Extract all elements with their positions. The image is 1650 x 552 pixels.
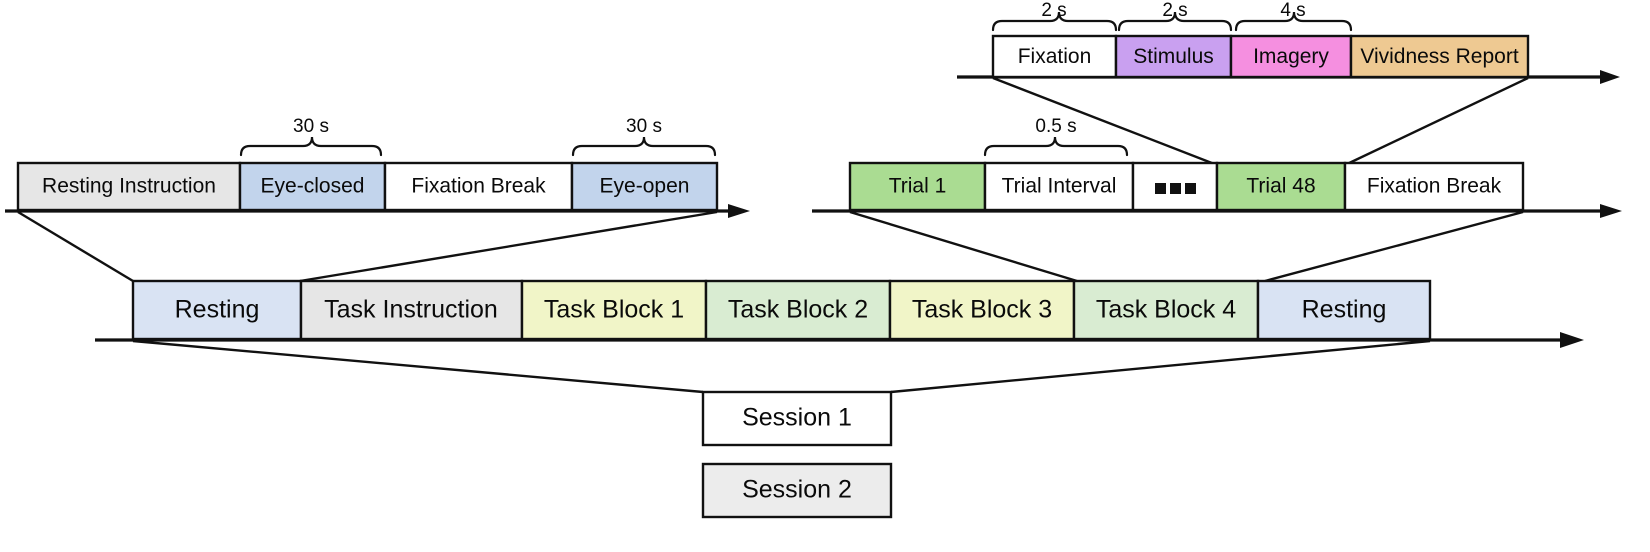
session-box-2-label: Session 2 <box>742 476 852 504</box>
task-block-timeline-group: 0.5 s Trial 1 Trial Interval Trial 48 Fi… <box>812 116 1622 218</box>
session-box-1-label: Session 1 <box>742 404 852 432</box>
duration-label-fixation: 2 s <box>1041 0 1066 21</box>
session-box-task-block-2-label: Task Block 2 <box>728 296 868 324</box>
duration-label-trial-interval: 0.5 s <box>1035 116 1076 137</box>
resting-box-eye-open-label: Eye-open <box>600 175 690 198</box>
trial-box-stimulus[interactable] <box>1114 34 1233 79</box>
session-box-task-block-3[interactable] <box>888 279 1076 341</box>
session-box-resting-end[interactable] <box>1256 279 1432 341</box>
connector-block-left <box>849 210 1078 283</box>
trial-axis-arrowhead <box>1600 70 1620 84</box>
session-box-resting-start-label: Resting <box>175 296 260 324</box>
session-boxes-group: Session 1 Session 2 <box>701 390 893 519</box>
duration-label-eye-closed: 30 s <box>293 116 329 137</box>
bracket-trial-interval <box>983 136 1129 157</box>
resting-timeline-group: 30 s 30 s Resting Instruction Eye-closed… <box>5 116 750 218</box>
resting-box-eye-closed[interactable] <box>238 161 387 212</box>
connector-resting-to-session <box>17 210 718 283</box>
trial-timeline-group: 2 s 2 s 4 s Fixation Stimulus Imagery Vi… <box>957 0 1620 84</box>
task-block-box-fixation-break-label: Fixation Break <box>1367 175 1502 198</box>
bracket-imagery <box>1234 11 1353 32</box>
task-block-box-fixation-break[interactable] <box>1343 161 1525 212</box>
bracket-eye-closed <box>239 136 383 157</box>
connector-session-right <box>890 339 1431 394</box>
session-box-task-block-3-label: Task Block 3 <box>912 296 1052 324</box>
connector-session-to-sessionbox <box>132 339 1431 394</box>
duration-label-eye-open: 30 s <box>626 116 662 137</box>
task-block-box-trial-interval-label: Trial Interval <box>1002 175 1117 198</box>
session-box-task-block-2[interactable] <box>704 279 892 341</box>
trial-box-fixation[interactable] <box>991 34 1118 79</box>
resting-duration-brackets <box>239 136 717 157</box>
resting-box-instruction-label: Resting Instruction <box>42 175 216 198</box>
session-box-task-block-4-label: Task Block 4 <box>1096 296 1236 324</box>
connector-trial-left <box>992 76 1218 167</box>
trial-box-imagery-label: Imagery <box>1253 45 1329 68</box>
session-box-task-instruction-label: Task Instruction <box>324 296 498 324</box>
trial-duration-brackets <box>991 11 1353 32</box>
task-block-box-trial-1-label: Trial 1 <box>889 175 947 198</box>
bracket-stimulus <box>1117 11 1233 32</box>
connector-trial-to-block <box>992 76 1529 167</box>
session-box-1[interactable] <box>701 390 893 447</box>
resting-box-eye-closed-label: Eye-closed <box>261 175 365 198</box>
connector-trial-right <box>1344 76 1529 167</box>
connector-resting-left <box>17 210 134 283</box>
resting-axis-arrowhead <box>728 204 750 218</box>
session-box-task-block-1[interactable] <box>520 279 708 341</box>
session-axis-arrowhead <box>1560 332 1584 348</box>
task-block-box-trial-48-label: Trial 48 <box>1246 175 1315 198</box>
trial-box-fixation-label: Fixation <box>1018 45 1092 68</box>
resting-box-instruction[interactable] <box>16 161 242 212</box>
task-block-box-trial-1[interactable] <box>848 161 987 212</box>
session-box-task-block-4[interactable] <box>1072 279 1260 341</box>
connector-block-to-session <box>849 210 1524 283</box>
duration-label-imagery: 4 s <box>1280 0 1305 21</box>
task-block-box-trial-48[interactable] <box>1215 161 1347 212</box>
session-box-2[interactable] <box>701 462 893 519</box>
session-timeline-group: Resting Task Instruction Task Block 1 Ta… <box>95 279 1584 348</box>
connector-resting-right <box>299 210 718 283</box>
bracket-fixation <box>991 11 1118 32</box>
trial-box-stimulus-label: Stimulus <box>1133 45 1214 68</box>
resting-box-fixation-break-label: Fixation Break <box>411 175 546 198</box>
connector-session-left <box>132 339 704 394</box>
task-block-axis-arrowhead <box>1600 204 1622 218</box>
trial-box-imagery[interactable] <box>1229 34 1353 79</box>
connector-block-right <box>1264 210 1524 283</box>
bracket-eye-open <box>571 136 717 157</box>
trial-box-vividness-report[interactable] <box>1349 34 1530 79</box>
ellipsis-icon <box>1155 183 1196 194</box>
session-box-task-block-1-label: Task Block 1 <box>544 296 684 324</box>
resting-box-eye-open[interactable] <box>570 161 719 212</box>
trial-box-vividness-report-label: Vividness Report <box>1360 45 1519 68</box>
duration-label-stimulus: 2 s <box>1162 0 1187 21</box>
session-box-resting-end-label: Resting <box>1302 296 1387 324</box>
session-box-task-instruction[interactable] <box>299 279 524 341</box>
